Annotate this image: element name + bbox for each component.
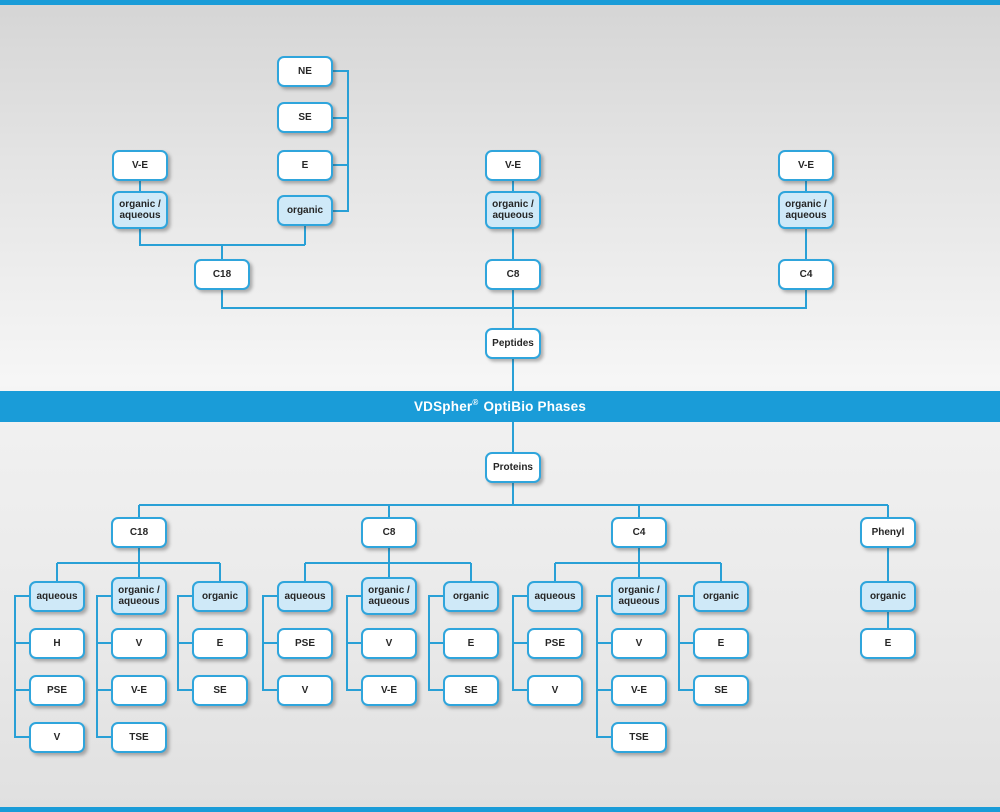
node-c4-organic-aqueous: organic / aqueous — [611, 577, 667, 615]
node-c8-organic-aqueous: organic / aqueous — [361, 577, 417, 615]
node-c18-organic-se: SE — [192, 675, 248, 706]
proteins-tree-connectors — [14, 483, 889, 738]
node-c8-organic-e: E — [443, 628, 499, 659]
node-c4-aqueous: aqueous — [527, 581, 583, 612]
node-c4-organic-e: E — [693, 628, 749, 659]
node-c18-organic-e: E — [192, 628, 248, 659]
node-c18-organic: organic — [192, 581, 248, 612]
node-c18-aqueous-pse: PSE — [29, 675, 85, 706]
top-accent-bar — [0, 0, 1000, 5]
node-bottom-c4: C4 — [611, 517, 667, 548]
node-bottom-phenyl: Phenyl — [860, 517, 916, 548]
banner-rest: OptiBio Phases — [483, 399, 587, 414]
node-top-c8-organic-aqueous: organic / aqueous — [485, 191, 541, 229]
node-c8-organic-se: SE — [443, 675, 499, 706]
node-c18-aqueous-v: V — [29, 722, 85, 753]
node-bottom-c8: C8 — [361, 517, 417, 548]
node-c8-orgaq-v: V — [361, 628, 417, 659]
node-top-mode-ne: NE — [277, 56, 333, 87]
node-c8-organic: organic — [443, 581, 499, 612]
node-top-c4-organic-aqueous: organic / aqueous — [778, 191, 834, 229]
node-bottom-c18: C18 — [111, 517, 167, 548]
node-top-c8-ve: V-E — [485, 150, 541, 181]
node-c4-orgaq-tse: TSE — [611, 722, 667, 753]
node-top-c18-ve: V-E — [112, 150, 168, 181]
node-top-c18-organic: organic — [277, 195, 333, 226]
node-c18-orgaq-v: V — [111, 628, 167, 659]
node-proteins: Proteins — [485, 452, 541, 483]
node-c18-orgaq-ve: V-E — [111, 675, 167, 706]
node-c18-aqueous-h: H — [29, 628, 85, 659]
node-top-c4: C4 — [778, 259, 834, 290]
node-c8-aqueous: aqueous — [277, 581, 333, 612]
node-c4-organic: organic — [693, 581, 749, 612]
node-top-c8: C8 — [485, 259, 541, 290]
peptides-tree-connectors — [139, 70, 807, 452]
node-top-c18-organic-aqueous: organic / aqueous — [112, 191, 168, 229]
node-c18-orgaq-tse: TSE — [111, 722, 167, 753]
node-c8-aqueous-v: V — [277, 675, 333, 706]
banner-optibio-phases: VDSpher®OptiBio Phases — [0, 391, 1000, 422]
node-c18-aqueous: aqueous — [29, 581, 85, 612]
node-c4-organic-se: SE — [693, 675, 749, 706]
node-top-c4-ve: V-E — [778, 150, 834, 181]
node-top-mode-se: SE — [277, 102, 333, 133]
node-c4-orgaq-v: V — [611, 628, 667, 659]
node-phenyl-organic-e: E — [860, 628, 916, 659]
node-c8-orgaq-ve: V-E — [361, 675, 417, 706]
bottom-accent-bar — [0, 807, 1000, 812]
node-c8-aqueous-pse: PSE — [277, 628, 333, 659]
node-c4-aqueous-pse: PSE — [527, 628, 583, 659]
node-phenyl-organic: organic — [860, 581, 916, 612]
node-top-mode-e: E — [277, 150, 333, 181]
node-peptides: Peptides — [485, 328, 541, 359]
node-c4-aqueous-v: V — [527, 675, 583, 706]
node-c4-orgaq-ve: V-E — [611, 675, 667, 706]
banner-brand: VDSpher — [413, 399, 473, 414]
node-top-c18: C18 — [194, 259, 250, 290]
node-c18-organic-aqueous: organic / aqueous — [111, 577, 167, 615]
